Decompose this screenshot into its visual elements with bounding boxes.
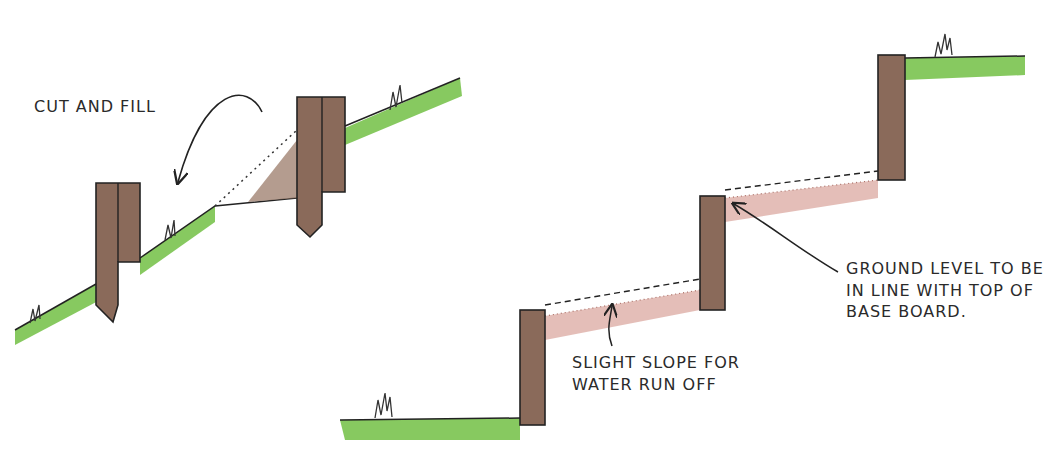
base-board	[520, 55, 905, 425]
process-note: CUT AND FILL	[34, 96, 204, 118]
slope-leader	[609, 306, 612, 346]
slope-note: SLIGHT SLOPE FOR WATER RUN OFF	[572, 352, 772, 395]
cut-fill-arrow	[178, 95, 262, 182]
terrace-ground	[340, 34, 1025, 440]
slope-ground	[15, 78, 462, 345]
ground-level-note: GROUND LEVEL TO BE IN LINE WITH TOP OF B…	[846, 258, 1046, 323]
timber-post	[96, 97, 345, 322]
ground-level-leader	[734, 204, 838, 272]
